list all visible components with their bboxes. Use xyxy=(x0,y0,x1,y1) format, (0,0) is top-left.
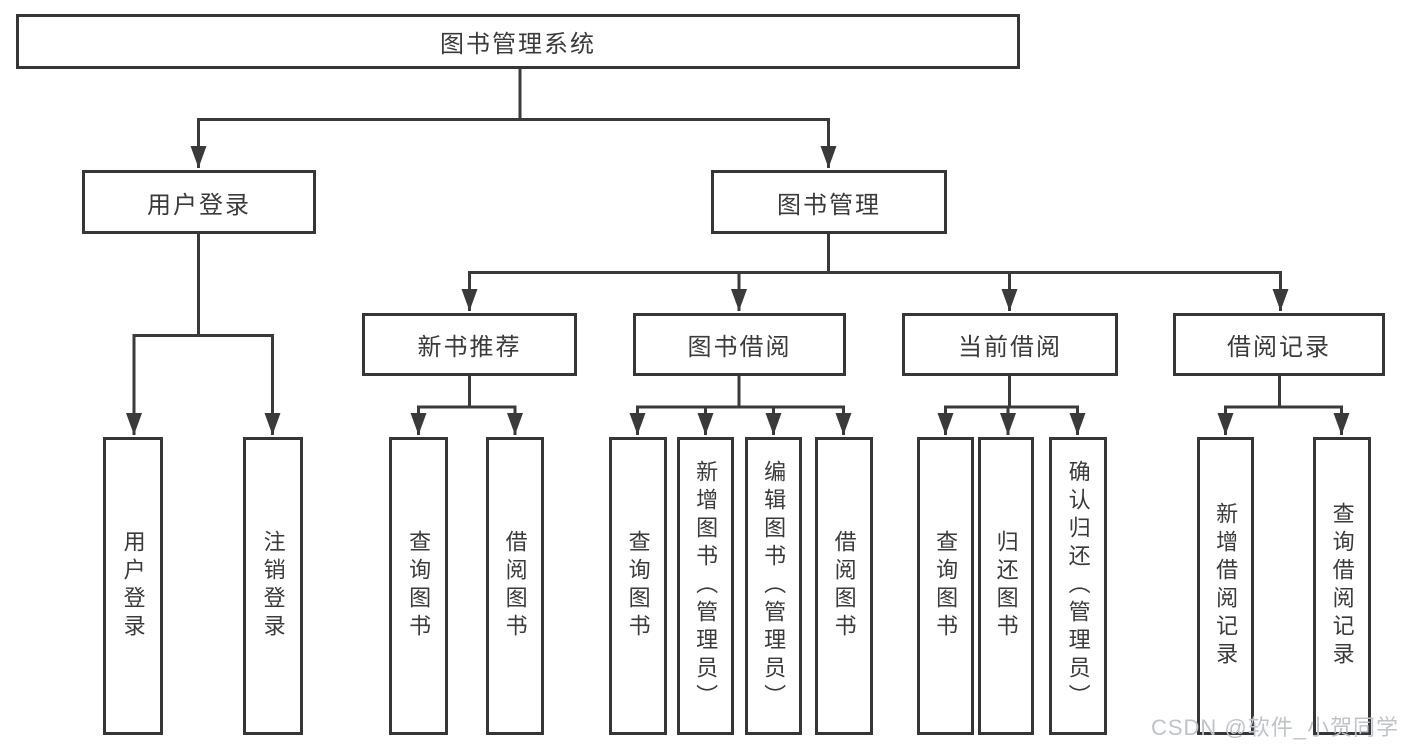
node-borrowing-records: 借阅记录 xyxy=(1173,313,1385,376)
leaf-user-login: 用户登录 xyxy=(103,437,163,735)
leaf-borrow-books-borrowing-label: 借阅图书 xyxy=(831,530,857,642)
node-user-login-label: 用户登录 xyxy=(147,191,251,219)
leaf-query-books-borrowing: 查询图书 xyxy=(609,437,667,735)
node-library-system-label: 图书管理系统 xyxy=(440,31,596,58)
leaf-confirm-return-admin: 确认归还（管理员） xyxy=(1049,437,1107,735)
node-book-management-label: 图书管理 xyxy=(777,191,881,219)
leaf-logout-label: 注销登录 xyxy=(260,530,286,642)
leaf-query-borrow-record-label: 查询借阅记录 xyxy=(1329,502,1355,670)
leaf-return-books-label: 归还图书 xyxy=(993,530,1019,642)
node-book-borrowing: 图书借阅 xyxy=(633,313,846,376)
leaf-add-book-admin: 新增图书（管理员） xyxy=(677,437,734,735)
leaf-edit-book-admin-label: 编辑图书（管理员） xyxy=(761,460,787,712)
node-user-login: 用户登录 xyxy=(82,170,316,234)
node-library-system: 图书管理系统 xyxy=(16,14,1020,69)
node-new-book-recommend-label: 新书推荐 xyxy=(417,334,522,361)
leaf-add-book-admin-label: 新增图书（管理员） xyxy=(693,460,719,712)
node-borrowing-records-label: 借阅记录 xyxy=(1227,334,1331,361)
leaf-user-login-label: 用户登录 xyxy=(120,530,146,642)
node-new-book-recommend: 新书推荐 xyxy=(362,313,577,376)
leaf-query-books-borrowing-label: 查询图书 xyxy=(625,530,651,642)
node-book-management: 图书管理 xyxy=(711,170,947,234)
leaf-add-borrow-record-label: 新增借阅记录 xyxy=(1213,502,1239,670)
leaf-return-books: 归还图书 xyxy=(978,437,1034,735)
leaf-query-books-current: 查询图书 xyxy=(917,437,974,735)
node-current-borrowing: 当前借阅 xyxy=(902,313,1118,376)
leaf-query-borrow-record: 查询借阅记录 xyxy=(1313,437,1371,735)
leaf-query-books-recommend-label: 查询图书 xyxy=(406,530,432,642)
leaf-borrow-books-recommend-label: 借阅图书 xyxy=(502,530,528,642)
csdn-watermark: CSDN @软件_小贺同学 xyxy=(1150,715,1399,740)
leaf-borrow-books-recommend: 借阅图书 xyxy=(486,437,544,735)
leaf-query-books-current-label: 查询图书 xyxy=(933,530,959,642)
leaf-confirm-return-admin-label: 确认归还（管理员） xyxy=(1065,460,1091,712)
leaf-add-borrow-record: 新增借阅记录 xyxy=(1197,437,1254,735)
node-book-borrowing-label: 图书借阅 xyxy=(687,334,792,361)
node-current-borrowing-label: 当前借阅 xyxy=(958,334,1062,361)
leaf-borrow-books-borrowing: 借阅图书 xyxy=(815,437,873,735)
leaf-edit-book-admin: 编辑图书（管理员） xyxy=(745,437,802,735)
leaf-query-books-recommend: 查询图书 xyxy=(389,437,448,735)
leaf-logout: 注销登录 xyxy=(243,437,303,735)
